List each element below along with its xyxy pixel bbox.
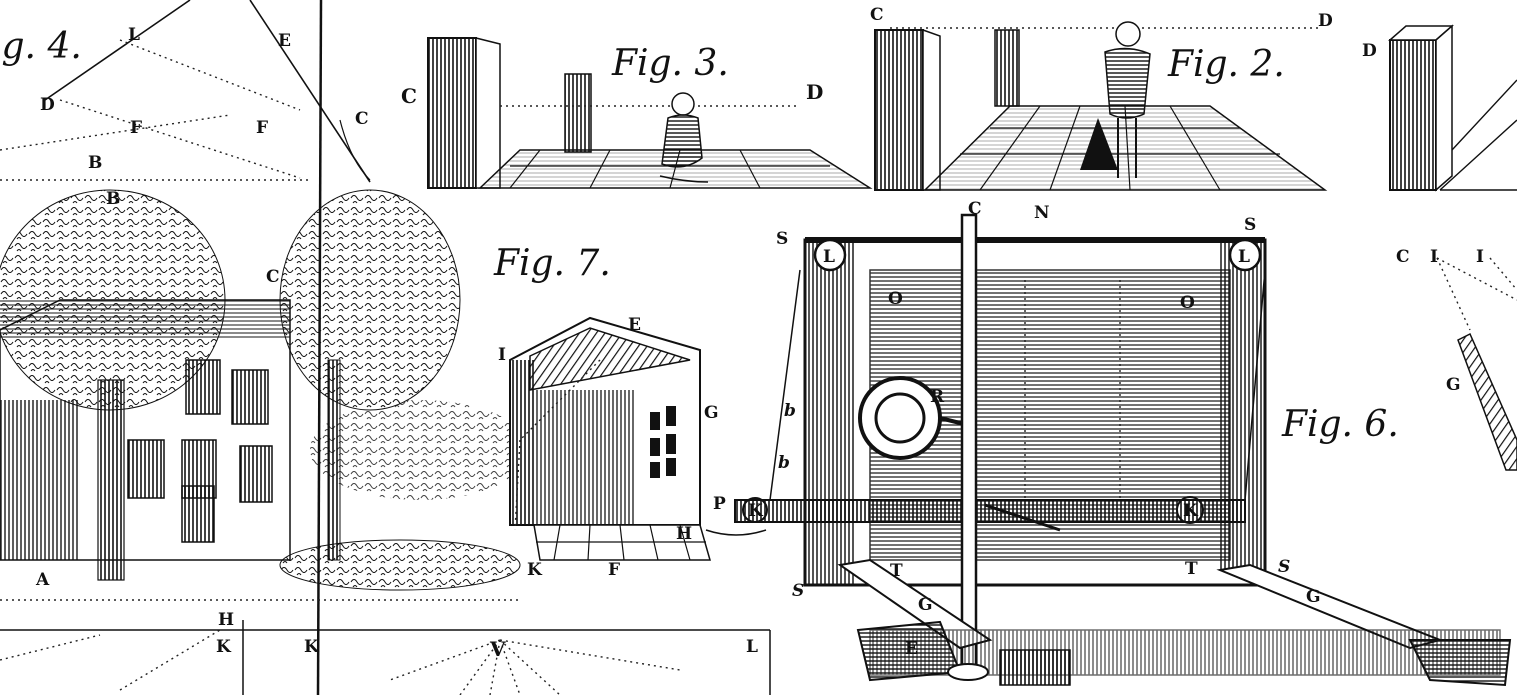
fig2-label-D: D [1318, 11, 1333, 31]
house-label-F: F [608, 560, 620, 580]
fig6-label-E: E [905, 639, 918, 659]
fig6-label-L2: L [1238, 247, 1250, 267]
fig6-label-b1: b [784, 401, 796, 421]
fig4-label-F1: F [130, 118, 142, 138]
fig6-label-O1: O [888, 289, 903, 309]
fig6-label-C: C [968, 199, 982, 219]
house-label-E: E [628, 315, 641, 335]
fig2-label-C: C [870, 5, 884, 25]
fig6-label-S2: S [1244, 215, 1256, 235]
fig7-label-L: L [746, 637, 758, 657]
fig6-label-O2: O [1180, 293, 1195, 313]
figure-7-landscape: B C A H K K V L [0, 189, 771, 695]
right-label-C: C [1396, 247, 1410, 267]
fig6-label-T2: T [1185, 559, 1198, 579]
fig6-label-L1: L [823, 247, 835, 267]
fig4-label-D: D [40, 95, 55, 115]
house-label-G: G [704, 403, 719, 423]
fig6-label-b2: b [778, 453, 790, 473]
figure-6: Fig. 6. C N S S L L O O R b b P K K T T … [713, 199, 1512, 687]
house-label-I: I [498, 345, 506, 365]
fig7-label-A: A [35, 570, 50, 590]
figure-7-house: Fig. 7. I E G H K F [493, 243, 767, 580]
figure-3: Fig. 3. C D [401, 37, 873, 189]
fig3-caption: Fig. 3. [611, 43, 729, 84]
fig4-caption: ig. 4. [0, 26, 82, 67]
fig6-label-S4: S [1278, 557, 1290, 577]
fig7-label-V: V [489, 637, 506, 661]
fig6-caption: Fig. 6. [1281, 404, 1399, 445]
right-label-D: D [1362, 41, 1377, 61]
fig6-label-K2: K [1183, 501, 1199, 521]
fig6-label-G2: G [1306, 587, 1321, 607]
fig6-label-S1: S [776, 229, 788, 249]
fig6-label-G1: G [918, 595, 933, 615]
house-label-H: H [676, 524, 692, 544]
fig7-label-K2: K [304, 637, 320, 657]
fig4-label-E: E [278, 31, 291, 51]
fig7-caption: Fig. 7. [493, 243, 611, 284]
fig6-label-N: N [1034, 203, 1050, 223]
fig7-label-K1: K [216, 637, 232, 657]
fig2-caption: Fig. 2. [1167, 44, 1285, 85]
figure-2: Fig. 2. C D [870, 5, 1333, 191]
right-label-I2: I [1476, 247, 1484, 267]
fig6-label-T1: T [890, 561, 903, 581]
fig7-label-C: C [266, 267, 280, 287]
figure-4: ig. 4. L E D F F C B [0, 0, 371, 183]
fig4-label-F2: F [256, 118, 268, 138]
fig4-label-C: C [355, 109, 369, 129]
fig6-label-S3: S [792, 581, 804, 601]
fig4-label-B: B [88, 153, 102, 173]
fig4-label-L: L [128, 25, 140, 45]
fig6-label-K1: K [748, 501, 764, 521]
fig3-label-C: C [401, 84, 417, 108]
fig7-label-H: H [218, 610, 234, 630]
right-label-I1: I [1430, 247, 1438, 267]
fig3-label-D: D [806, 80, 823, 104]
house-label-K: K [527, 560, 543, 580]
figure-right-partial: D C I I G [1362, 24, 1517, 471]
right-label-G: G [1446, 375, 1461, 395]
fig6-label-R: R [930, 387, 945, 407]
fig6-label-P: P [713, 494, 726, 514]
fig7-label-B: B [106, 189, 120, 209]
